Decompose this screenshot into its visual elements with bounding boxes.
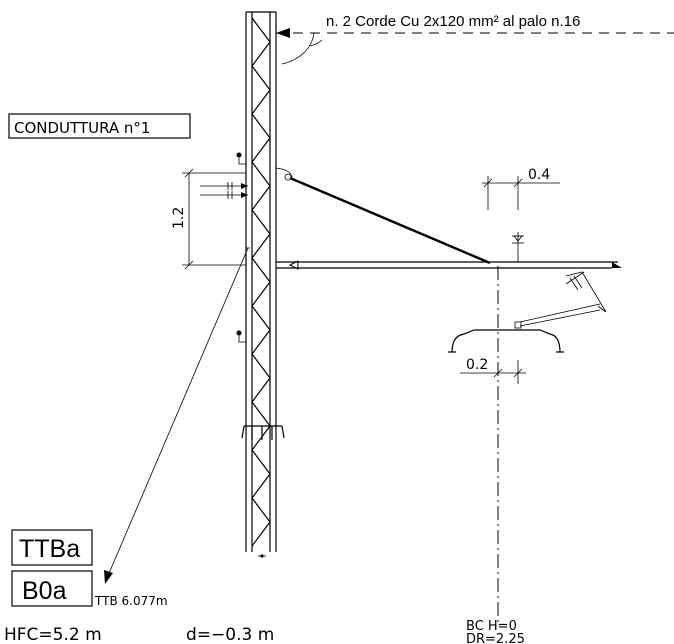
contact-hanger <box>512 232 524 262</box>
d-label: d=−0.3 m <box>186 625 274 644</box>
ttb-label: TTB 6.077m <box>94 594 168 608</box>
conduttura-box: CONDUTTURA n°1 <box>8 113 191 139</box>
b0a-label: B0a <box>22 577 67 605</box>
b0a-box: B0a <box>11 570 93 607</box>
hfc-label: HFC=5.2 m <box>4 625 102 644</box>
registration-arm <box>519 271 607 327</box>
ttba-label: TTBa <box>19 535 80 563</box>
cables-label: n. 2 Corde Cu 2x120 mm² al palo n.16 <box>326 13 580 30</box>
dr-label: DR=2.25 <box>466 632 525 644</box>
ttba-box: TTBa <box>11 529 93 566</box>
feeder-hooks <box>236 152 250 343</box>
dim-1-2-label: 1.2 <box>171 207 187 229</box>
cable-callout: n. 2 Corde Cu 2x120 mm² al palo n.16 <box>276 13 674 65</box>
bc-label: BC H=0 <box>466 619 517 634</box>
dim-0-4-label: 0.4 <box>528 167 550 183</box>
lattice-mast <box>245 11 277 558</box>
dim-0-2-label: 0.2 <box>466 357 488 373</box>
cantilever <box>275 167 622 270</box>
ground-anchor <box>241 425 285 440</box>
dimension-0-4: 0.4 <box>482 167 560 210</box>
leader-line <box>104 247 249 584</box>
conduttura-label: CONDUTTURA n°1 <box>14 119 150 137</box>
dimension-0-2: 0.2 <box>460 357 526 384</box>
dimension-1-2: 1.2 <box>171 168 246 270</box>
pantograph-profile <box>448 321 564 353</box>
mast-insulators <box>200 182 248 199</box>
